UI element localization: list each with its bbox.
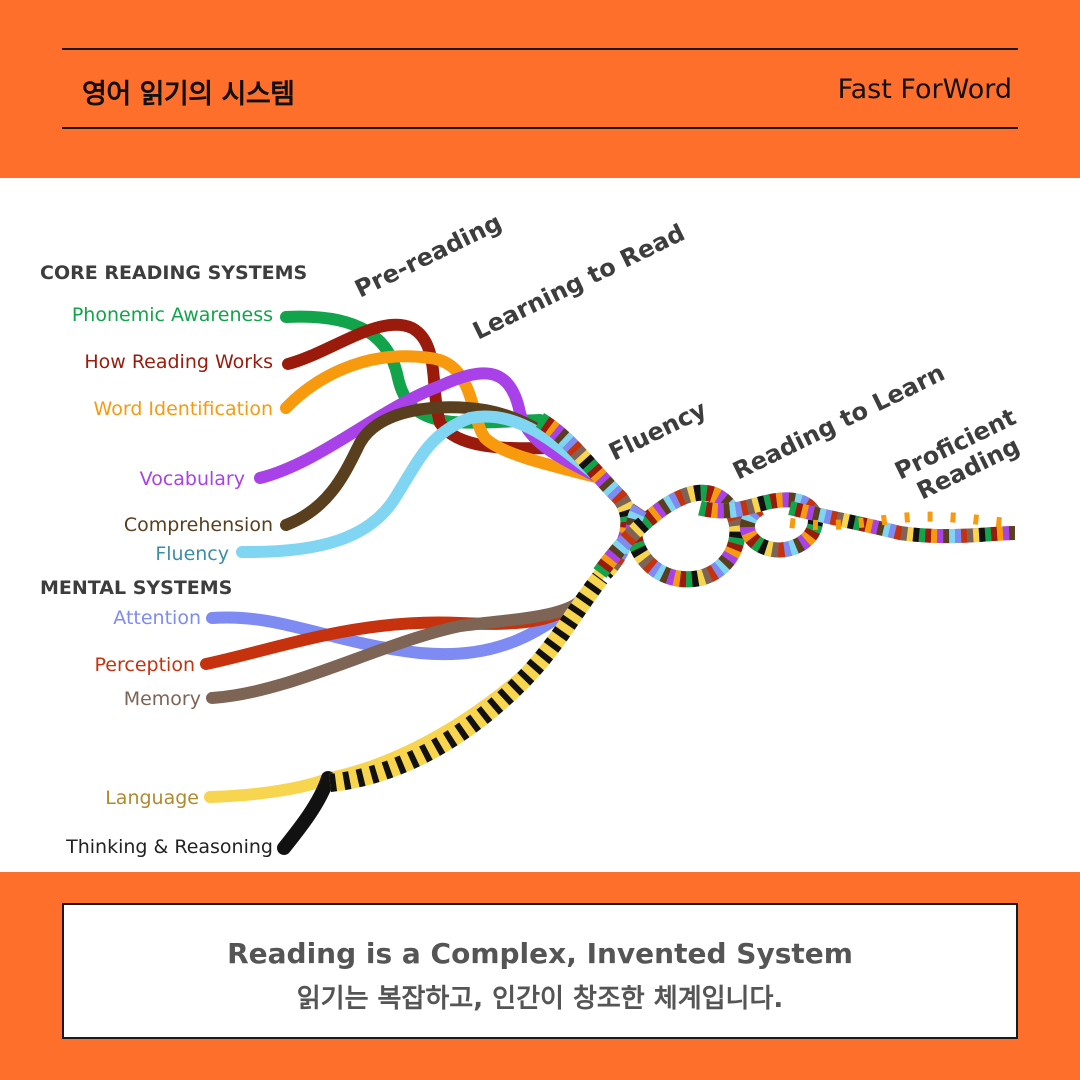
rope-proficient-twist [788, 501, 1016, 544]
rope-loop-2-twist [698, 492, 823, 558]
header-title: 영어 읽기의 시스템 [82, 79, 295, 110]
caption-korean: 읽기는 복잡하고, 인간이 창조한 체계입니다. [296, 984, 784, 1014]
section-mental: MENTAL SYSTEMS [40, 577, 232, 599]
strand-label-fluency: Fluency [155, 543, 229, 565]
rope-fluency-twist [535, 413, 637, 579]
strand-label-perception: Perception [95, 654, 195, 676]
caption-english: Reading is a Complex, Invented System [227, 937, 853, 970]
header-top-rule [62, 48, 1018, 50]
strand-label-attention: Attention [113, 607, 201, 629]
rope-proficient-twist [788, 501, 1016, 544]
caption-box: Reading is a Complex, Invented System 읽기… [62, 903, 1018, 1039]
header-banner: 영어 읽기의 시스템 Fast ForWord [0, 0, 1080, 178]
rope-loop-1-twist [593, 484, 746, 588]
stage-label-fluency: Fluency [604, 395, 711, 466]
rope-loop-2-twist [698, 492, 823, 558]
strand-label-comprehension: Comprehension [124, 514, 273, 536]
section-core-reading: CORE READING SYSTEMS [40, 262, 307, 284]
strand-vocabulary [254, 367, 606, 484]
strand-word-identification [280, 350, 606, 484]
rope-loop-1-twist [593, 484, 746, 588]
strand-label-vocabulary: Vocabulary [140, 468, 245, 490]
strand-label-word-identification: Word Identification [94, 398, 273, 420]
brand-name: Fast ForWord [837, 74, 1012, 105]
rope-proficient-twist [788, 501, 1016, 544]
strand-label-how-reading-works: How Reading Works [84, 351, 273, 373]
braid-language-thinking-twist [329, 572, 608, 792]
strand-memory [206, 587, 596, 704]
strand-fluency [236, 410, 606, 559]
stage-label-learning-to-read: Learning to Read [468, 219, 689, 346]
strand-attention [206, 587, 596, 660]
strand-label-thinking-and-reasoning: Thinking & Reasoning [65, 836, 273, 858]
strand-thinking-and-reasoning [277, 771, 335, 855]
rope-fluency-twist [535, 413, 637, 579]
strand-label-phonemic-awareness: Phonemic Awareness [72, 304, 273, 326]
stage-label-pre-reading: Pre-reading [350, 208, 506, 303]
header-bottom-rule [62, 127, 1018, 129]
strand-label-memory: Memory [124, 688, 201, 710]
rope-loop-1-twist [593, 484, 746, 588]
strand-label-language: Language [105, 787, 199, 809]
